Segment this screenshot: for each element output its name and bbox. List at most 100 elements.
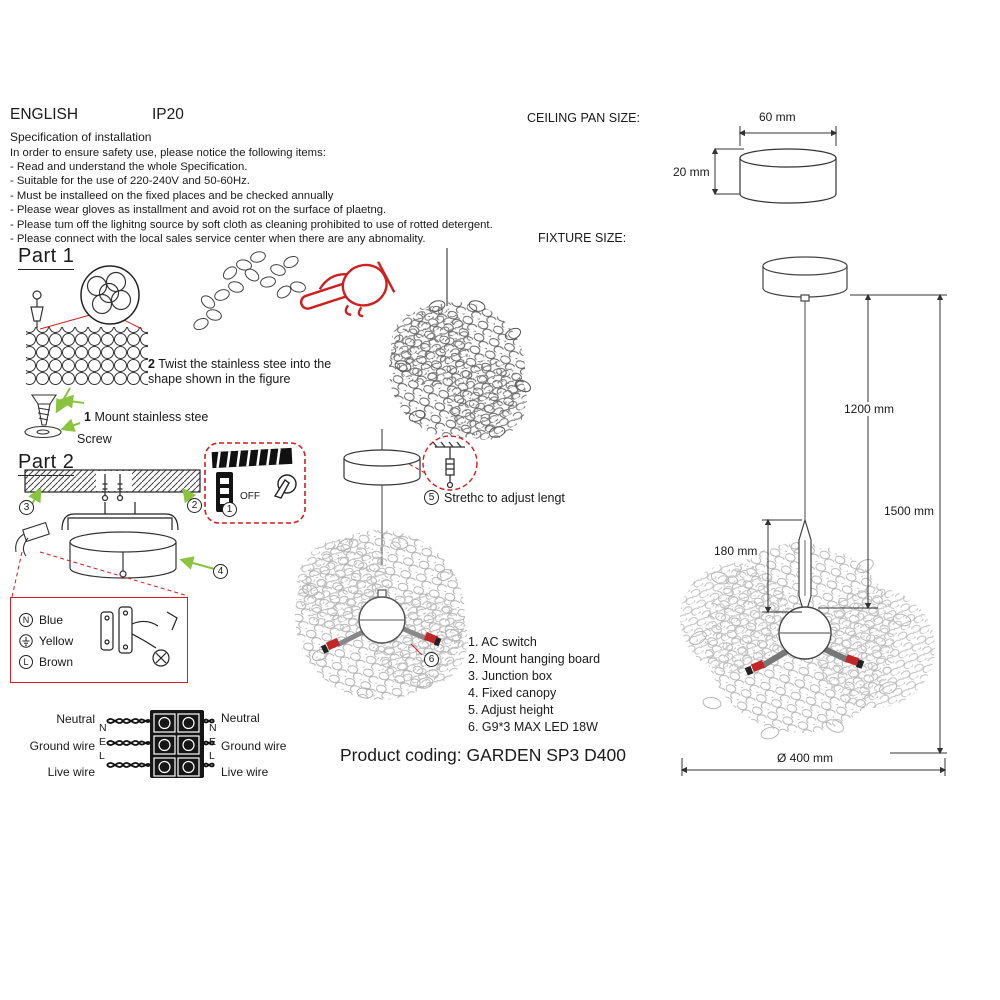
step2-text: Twist the stainless stee into the shape … — [148, 357, 332, 386]
parts-list-item: 2. Mount hanging board — [468, 652, 601, 666]
neutral-symbol: N — [19, 613, 33, 627]
callout-1: 1 — [222, 502, 237, 517]
parts-list: 1. AC switch 2. Mount hanging board 3. J… — [468, 634, 600, 736]
step2-number: 2 — [148, 357, 155, 371]
ceiling-board — [24, 469, 201, 502]
pendant-sphere-arms — [320, 589, 442, 656]
callout-5: 5 — [424, 490, 439, 505]
bead-ball-drawing — [389, 248, 532, 467]
live-color: Brown — [39, 655, 74, 669]
callout-2: 2 — [187, 498, 202, 513]
spec-item: - Must be installeed on the fixed places… — [10, 189, 334, 202]
adjust-note-text: Strethc to adjust lengt — [444, 490, 565, 505]
dim-20mm: 20 mm — [671, 165, 712, 179]
fixture-spindle — [798, 517, 812, 619]
wire-color-legend: N Blue Yellow L Brown — [10, 597, 188, 683]
terminal-n-right: N — [209, 722, 217, 734]
parts-list-item: 4. Fixed canopy — [468, 686, 557, 700]
parts-list-item: 3. Junction box — [468, 669, 553, 683]
mesh-magnifier — [39, 265, 143, 330]
earth-ground-icon — [19, 634, 33, 648]
fixture-drawing — [680, 256, 947, 776]
terminal-n-left: N — [99, 722, 107, 734]
terminal-l-left: L — [99, 750, 105, 762]
callout-3: 3 — [19, 500, 34, 515]
fixture-sphere-arms — [744, 606, 865, 676]
live-symbol: L — [19, 655, 33, 669]
adjust-note: 5 Strethc to adjust lengt — [424, 490, 565, 505]
fixture-canopy — [762, 256, 848, 302]
twisted-wires-left — [106, 718, 151, 768]
chain-and-hand-drawing — [193, 251, 396, 331]
pan-dimension-lines — [711, 126, 838, 196]
part1-title: Part 1 — [18, 245, 75, 270]
pendant-canopy — [343, 449, 421, 486]
legend-row-live: L Brown — [19, 655, 73, 669]
off-label: OFF — [240, 491, 260, 502]
callout-6: 6 — [424, 652, 439, 667]
spec-item: - Please connect with the local sales se… — [10, 233, 426, 246]
screw-label: Screw — [77, 432, 112, 446]
wiring-right-live: Live wire — [221, 765, 269, 779]
wiring-right-ground: Ground wire — [221, 739, 287, 753]
screw-drawing — [24, 394, 62, 439]
green-arrows — [55, 387, 85, 432]
wiring-left-neutral: Neutral — [56, 712, 95, 726]
pressing-hand-icon — [273, 474, 297, 499]
pendant-drawing — [295, 429, 478, 700]
dim-60mm: 60 mm — [757, 110, 798, 124]
fixed-canopy — [69, 531, 177, 579]
spec-item: - Please wear gloves as installment and … — [10, 204, 387, 217]
terminal-block — [150, 710, 204, 778]
ground-color: Yellow — [39, 634, 74, 648]
pan-cylinder — [739, 148, 837, 204]
spec-intro: In order to ensure safety use, please no… — [10, 147, 326, 159]
callout-4: 4 — [213, 564, 228, 579]
pointing-hand-icon — [299, 261, 396, 318]
hanging-board — [61, 502, 179, 531]
spec-item: - Please tum off the lighitng source by … — [10, 218, 493, 231]
terminal-clamp-sketch — [100, 606, 178, 667]
dim-1500mm: 1500 mm — [882, 504, 937, 518]
wiring-left-live: Live wire — [47, 765, 95, 779]
parts-list-item: 5. Adjust height — [468, 703, 554, 717]
part1-drawing — [24, 265, 148, 439]
spec-list: - Read and understand the whole Specific… — [10, 160, 493, 246]
part1-step2: 2 Twist the stainless stee into the shap… — [148, 357, 360, 387]
legend-row-neutral: N Blue — [19, 613, 63, 627]
ceiling-pan-drawing — [711, 126, 838, 204]
parts-list-item: 6. G9*3 MAX LED 18W — [468, 720, 598, 734]
twisted-wires-right — [203, 718, 215, 768]
fixture-size-label: FIXTURE SIZE: — [538, 231, 627, 245]
wiring-right-neutral: Neutral — [221, 711, 260, 725]
language-label: ENGLISH — [10, 106, 79, 123]
dim-180mm: 180 mm — [712, 544, 760, 558]
height-adjuster-callout — [392, 435, 478, 491]
spec-item: - Suitable for the use of 220-240V and 5… — [10, 175, 250, 188]
legend-row-ground: Yellow — [19, 634, 73, 648]
stainless-mesh — [26, 327, 148, 385]
dim-diameter: Ø 400 mm — [775, 751, 836, 765]
dim-1200mm: 1200 mm — [842, 402, 897, 416]
parts-list-item: 1. AC switch — [468, 635, 537, 649]
junction-box-sketch — [11, 521, 189, 598]
part1-step1: 1 Mount stainless stee — [84, 410, 208, 425]
terminal-block-drawing — [106, 710, 215, 778]
spec-item: - Read and understand the whole Specific… — [10, 161, 248, 173]
bead-ball — [389, 300, 532, 467]
terminal-modules — [153, 713, 200, 777]
ip-rating: IP20 — [152, 106, 184, 123]
step1-number: 1 — [84, 410, 91, 424]
terminal-l-right: L — [209, 750, 215, 762]
spec-title: Specification of installation — [10, 130, 152, 144]
wiring-left-ground: Ground wire — [29, 739, 95, 753]
terminal-e-left: E — [99, 736, 107, 748]
step1-text: Mount stainless stee — [94, 410, 209, 424]
bead-chain — [193, 251, 306, 331]
ceiling-pan-size-label: CEILING PAN SIZE: — [527, 111, 640, 125]
product-coding: Product coding: GARDEN SP3 D400 — [340, 745, 626, 765]
part2-assembly-drawing — [11, 442, 306, 598]
neutral-color: Blue — [39, 613, 64, 627]
fixture-dimension-lines — [680, 293, 947, 776]
